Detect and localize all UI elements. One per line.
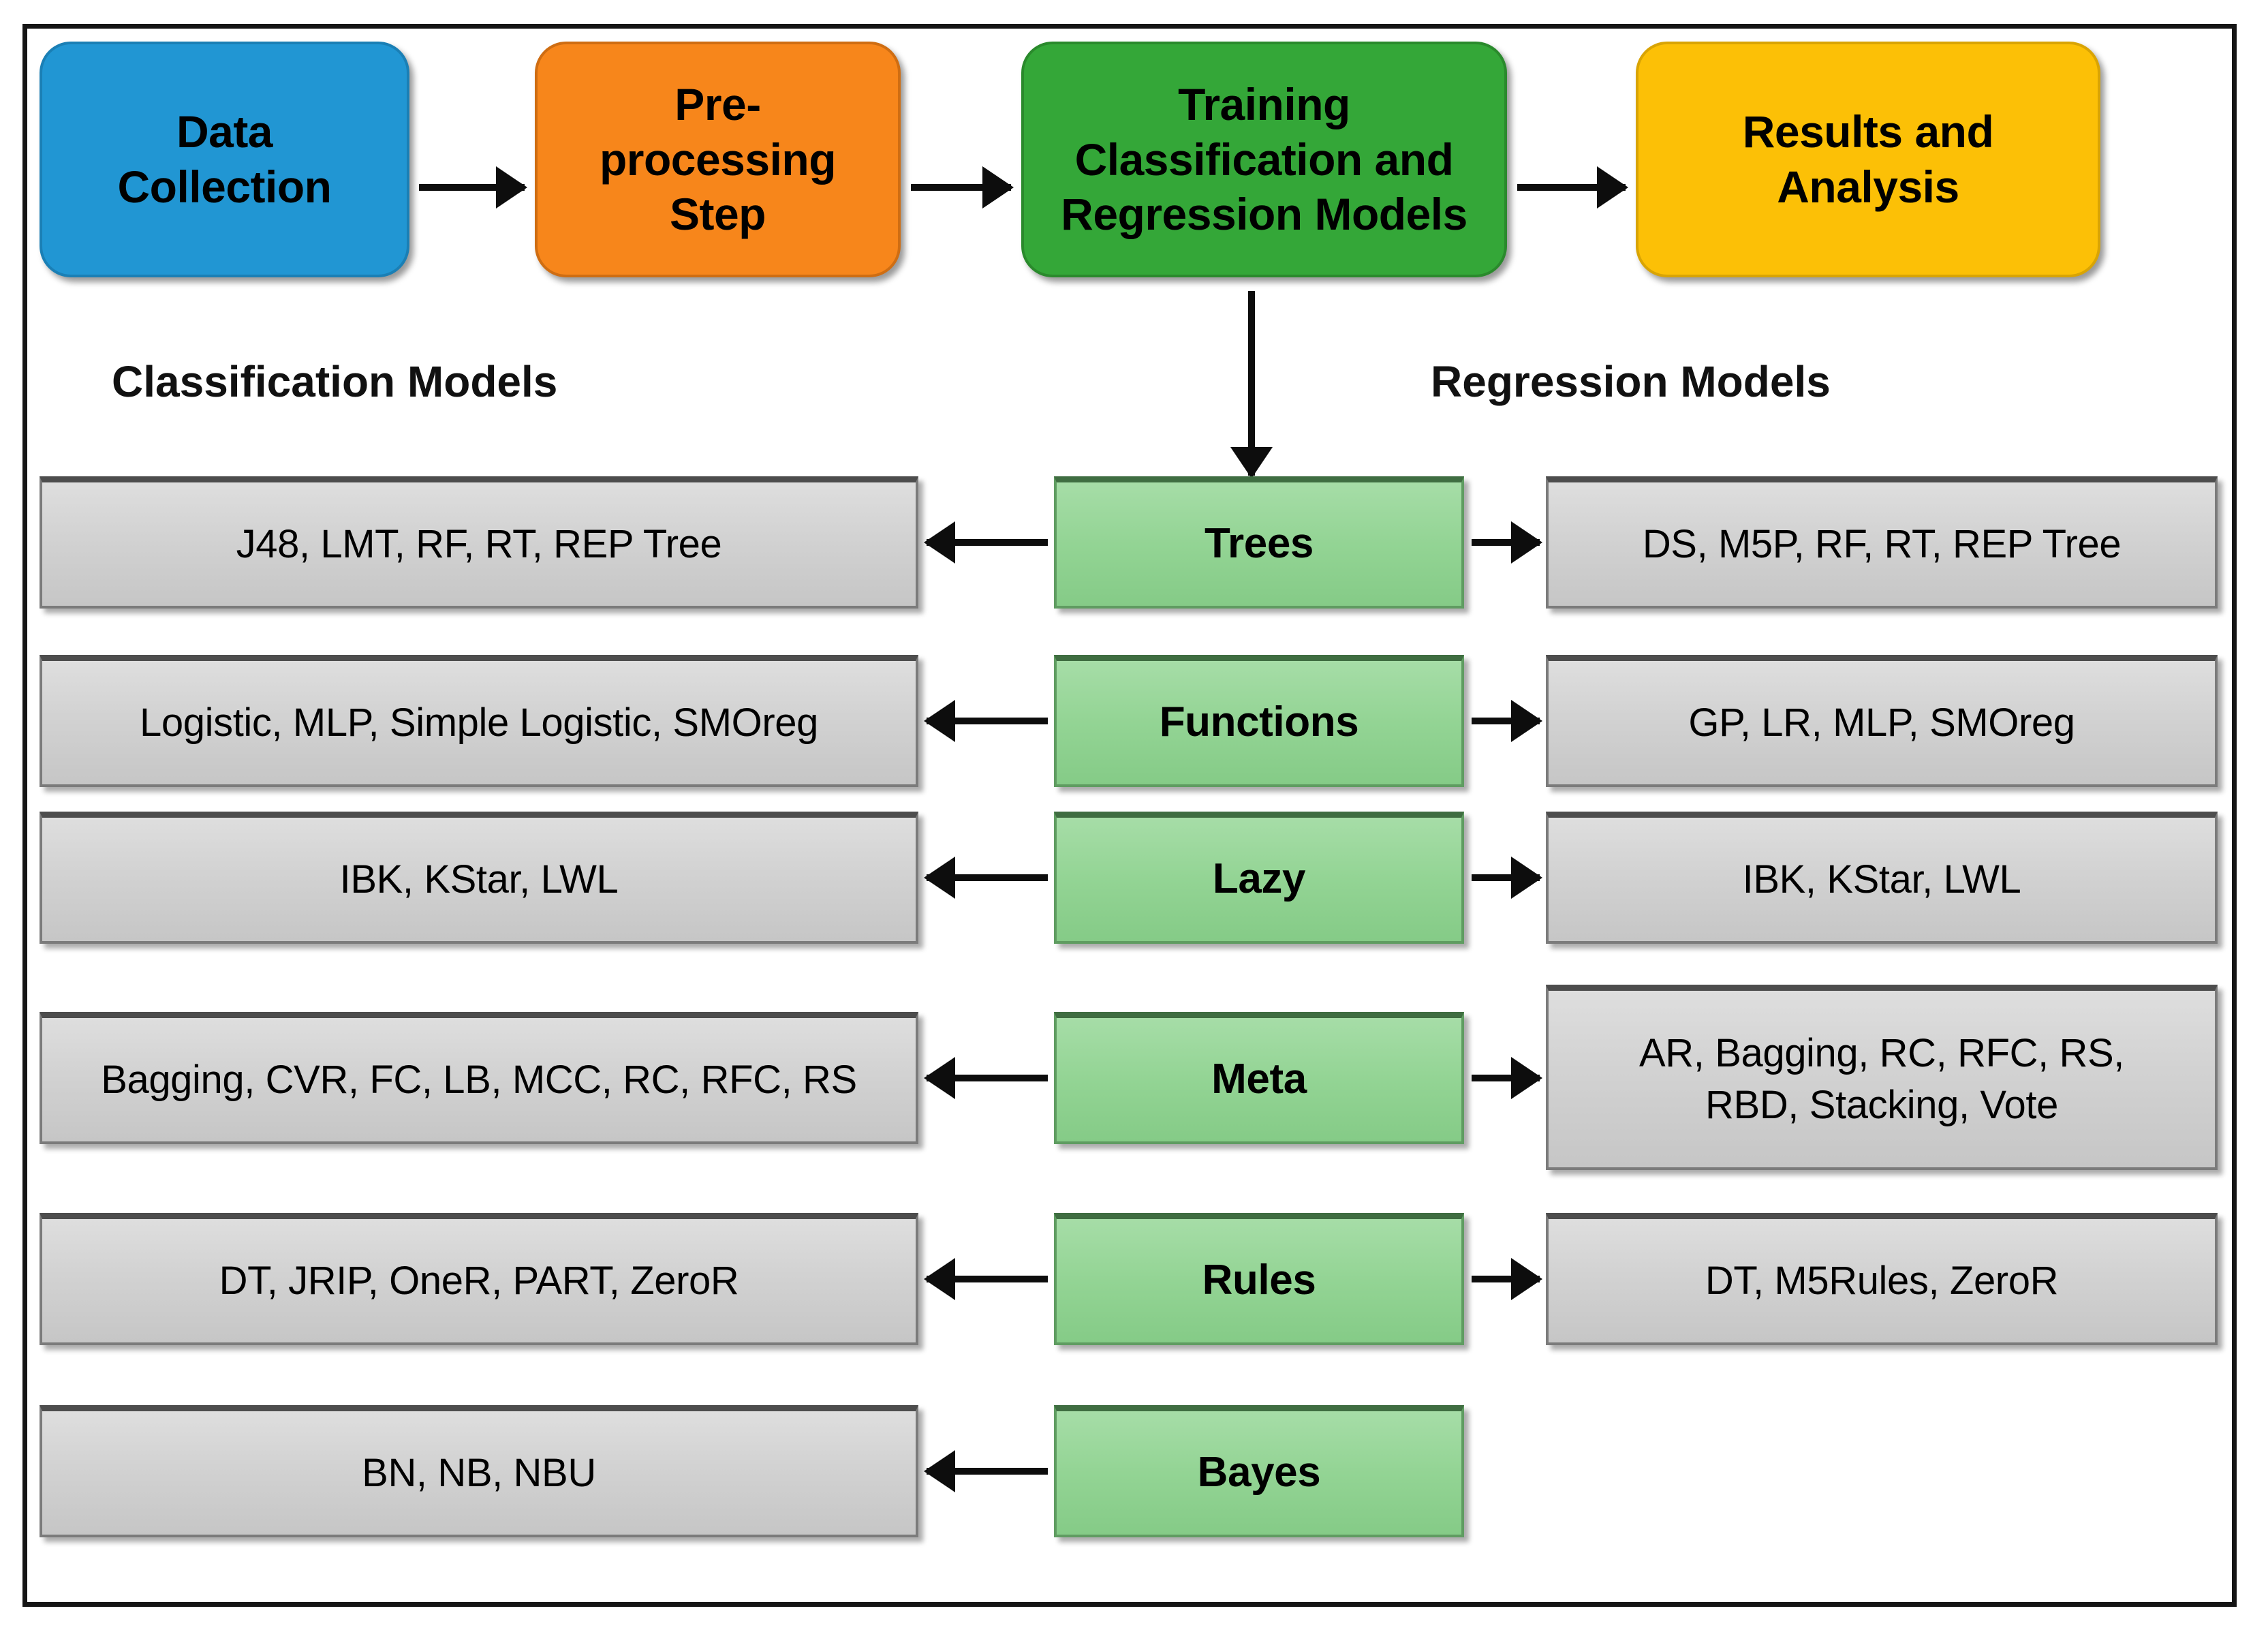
classification-models-trees[interactable]: J48, LMT, RF, RT, REP Tree <box>40 476 918 609</box>
pipeline-box-preprocessing-label: Pre- processing Step <box>599 79 837 240</box>
classification-models-bayes[interactable]: BN, NB, NBU <box>40 1405 918 1537</box>
regression-models-rules-label: DT, M5Rules, ZeroR <box>1705 1258 2059 1303</box>
category-box-functions-label: Functions <box>1159 698 1359 746</box>
category-box-bayes-label: Bayes <box>1197 1449 1321 1496</box>
classification-models-bayes-label: BN, NB, NBU <box>362 1450 596 1495</box>
classification-models-functions-label: Logistic, MLP, Simple Logistic, SMOreg <box>140 700 818 745</box>
classification-models-rules[interactable]: DT, JRIP, OneR, PART, ZeroR <box>40 1213 918 1345</box>
heading-classification-models: Classification Models <box>112 357 558 406</box>
classification-models-meta[interactable]: Bagging, CVR, FC, LB, MCC, RC, RFC, RS <box>40 1012 918 1144</box>
diagram-frame: Data Collection Pre- processing Step Tra… <box>22 24 2237 1607</box>
category-box-meta-label: Meta <box>1211 1056 1307 1103</box>
pipeline-box-preprocessing[interactable]: Pre- processing Step <box>535 42 901 277</box>
category-box-rules[interactable]: Rules <box>1054 1213 1464 1345</box>
pipeline-box-data-collection-label: Data Collection <box>117 106 332 212</box>
category-box-lazy[interactable]: Lazy <box>1054 812 1464 944</box>
regression-models-functions-label: GP, LR, MLP, SMOreg <box>1688 700 2075 745</box>
pipeline-box-results-label: Results and Analysis <box>1742 106 1994 212</box>
pipeline-box-training[interactable]: Training Classification and Regression M… <box>1021 42 1507 277</box>
classification-models-meta-label: Bagging, CVR, FC, LB, MCC, RC, RFC, RS <box>101 1057 857 1102</box>
pipeline-box-training-label: Training Classification and Regression M… <box>1061 79 1467 240</box>
category-box-trees-label: Trees <box>1204 520 1314 568</box>
regression-models-lazy-label: IBK, KStar, LWL <box>1742 857 2021 902</box>
regression-models-trees-label: DS, M5P, RF, RT, REP Tree <box>1642 521 2122 566</box>
heading-regression-models: Regression Models <box>1431 357 1831 406</box>
regression-models-meta[interactable]: AR, Bagging, RC, RFC, RS, RBD, Stacking,… <box>1546 985 2218 1170</box>
pipeline-box-results[interactable]: Results and Analysis <box>1636 42 2100 277</box>
regression-models-functions[interactable]: GP, LR, MLP, SMOreg <box>1546 655 2218 787</box>
category-box-bayes[interactable]: Bayes <box>1054 1405 1464 1537</box>
regression-models-trees[interactable]: DS, M5P, RF, RT, REP Tree <box>1546 476 2218 609</box>
category-box-lazy-label: Lazy <box>1212 855 1306 903</box>
category-box-meta[interactable]: Meta <box>1054 1012 1464 1144</box>
category-box-rules-label: Rules <box>1202 1257 1316 1304</box>
regression-models-meta-label: AR, Bagging, RC, RFC, RS, RBD, Stacking,… <box>1639 1031 2124 1127</box>
classification-models-lazy-label: IBK, KStar, LWL <box>339 857 619 902</box>
classification-models-rules-label: DT, JRIP, OneR, PART, ZeroR <box>219 1258 739 1303</box>
classification-models-functions[interactable]: Logistic, MLP, Simple Logistic, SMOreg <box>40 655 918 787</box>
pipeline-box-data-collection[interactable]: Data Collection <box>40 42 409 277</box>
classification-models-trees-label: J48, LMT, RF, RT, REP Tree <box>236 521 722 566</box>
classification-models-lazy[interactable]: IBK, KStar, LWL <box>40 812 918 944</box>
category-box-trees[interactable]: Trees <box>1054 476 1464 609</box>
regression-models-lazy[interactable]: IBK, KStar, LWL <box>1546 812 2218 944</box>
category-box-functions[interactable]: Functions <box>1054 655 1464 787</box>
regression-models-rules[interactable]: DT, M5Rules, ZeroR <box>1546 1213 2218 1345</box>
